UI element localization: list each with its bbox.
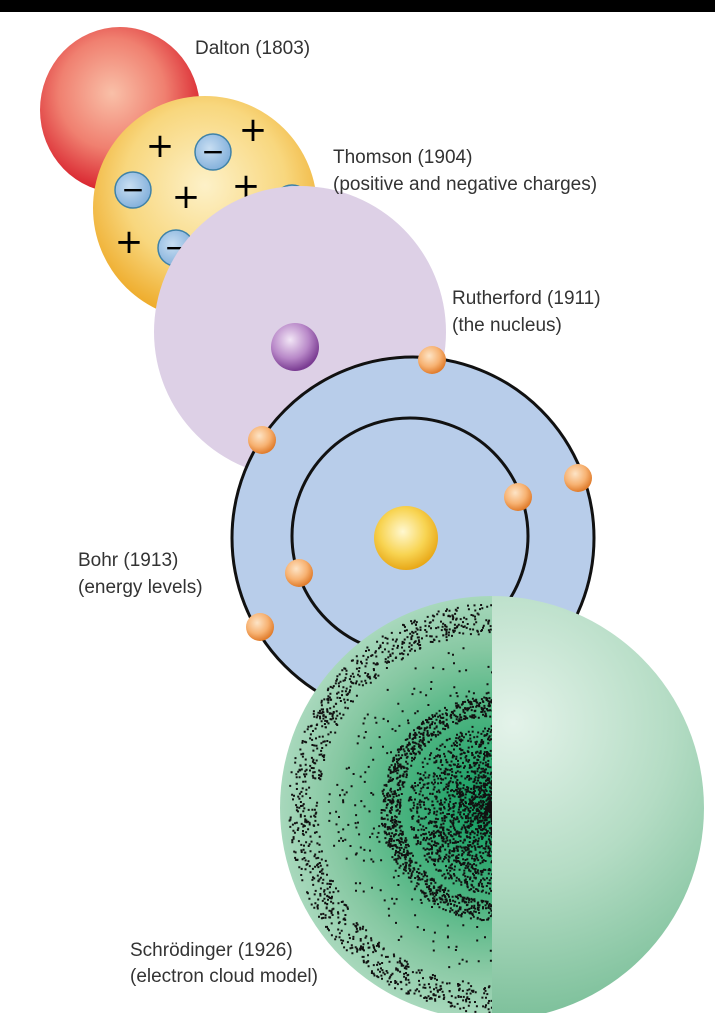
top-black-bar (0, 0, 715, 12)
positive-charge-icon: + (146, 126, 175, 166)
schrodinger-label: Schrödinger (1926) (130, 940, 293, 961)
nucleus-yellow (374, 506, 438, 570)
schrodinger-caption: (electron cloud model) (130, 966, 318, 987)
electron-icon (248, 426, 276, 454)
schrodinger-sphere (280, 596, 704, 1013)
nucleus-purple (271, 323, 319, 371)
electron-icon (564, 464, 592, 492)
bohr-caption: (energy levels) (78, 577, 203, 598)
electron-icon (418, 346, 446, 374)
positive-charge-icon: + (115, 222, 144, 262)
electron-icon (285, 559, 313, 587)
positive-charge-icon: + (172, 177, 201, 217)
thomson-label: Thomson (1904) (333, 147, 472, 168)
electron-icon (504, 483, 532, 511)
negative-charge-icon: − (114, 171, 152, 209)
negative-charge-icon: − (194, 133, 232, 171)
dalton-label: Dalton (1803) (195, 38, 310, 59)
minus-sign: − (121, 173, 144, 206)
minus-sign: − (201, 135, 224, 168)
rutherford-label: Rutherford (1911) (452, 288, 601, 309)
thomson-caption: (positive and negative charges) (333, 174, 597, 195)
positive-charge-icon: + (239, 110, 268, 150)
electron-cloud-dots (288, 604, 492, 1013)
bohr-label: Bohr (1913) (78, 550, 178, 571)
electron-icon (246, 613, 274, 641)
rutherford-caption: (the nucleus) (452, 315, 562, 336)
